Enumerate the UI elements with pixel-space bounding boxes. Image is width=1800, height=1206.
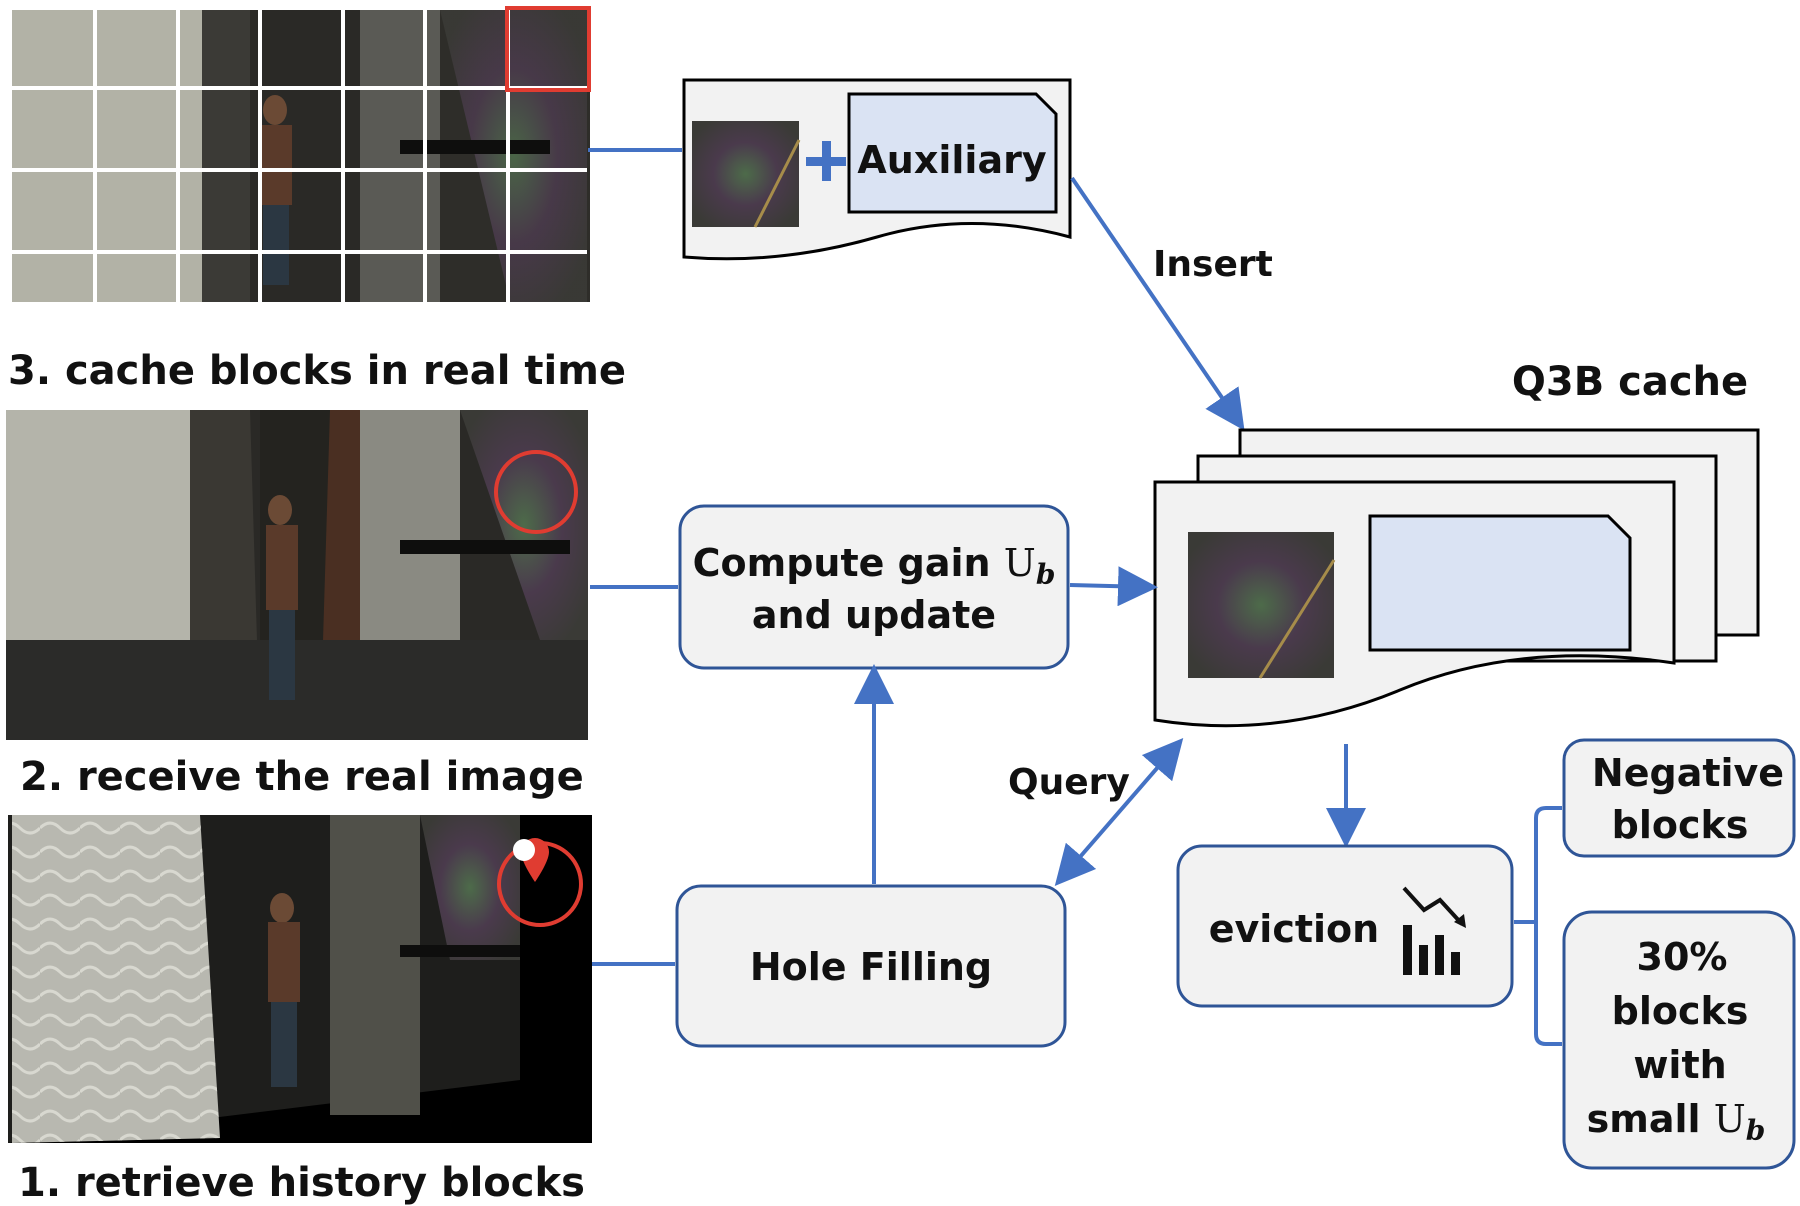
compute-gain-box [678, 504, 1070, 670]
auxiliary-label: Auxiliary [857, 138, 1046, 182]
hole-filling-box [675, 884, 1067, 1048]
eviction-box [1176, 844, 1514, 1008]
cached-block-thumbnail [1188, 532, 1334, 678]
auxiliary-note [847, 92, 1058, 214]
region-highlight-circle [494, 450, 578, 534]
scene-image-1 [8, 815, 592, 1143]
insert-label: Insert [1153, 244, 1273, 285]
cache-title: Q3B cache [1512, 359, 1748, 405]
pct-line4: small Ub [1587, 1097, 1766, 1147]
pct-line1: 30% [1637, 935, 1728, 979]
negative-blocks-box [1562, 738, 1796, 858]
query-label: Query [1008, 762, 1130, 803]
negative-line2: blocks [1612, 803, 1749, 847]
small-gain-blocks-box [1562, 910, 1796, 1170]
step-1-label: 1. retrieve history blocks [18, 1160, 585, 1206]
scene-image-2 [6, 410, 588, 740]
hole-filling-label: Hole Filling [750, 945, 992, 989]
pct-line3: with [1633, 1043, 1726, 1087]
cached-aux-note [1368, 514, 1632, 652]
q3b-cache-stack [1153, 428, 1760, 728]
edge-compute-to-cache [1069, 566, 1158, 607]
edge-query [1054, 737, 1184, 887]
pct-line2: blocks [1612, 989, 1749, 1033]
step-2-label: 2. receive the real image [20, 754, 584, 800]
compute-gain-line1: Compute gain Ub [693, 541, 1056, 591]
scene-image-3 [12, 6, 591, 302]
selected-block-highlight [505, 6, 591, 92]
compute-gain-line2: and update [752, 593, 996, 637]
trending-down-chart-icon [1402, 886, 1466, 975]
cache-grid [12, 10, 587, 302]
eviction-bracket [1514, 806, 1562, 1046]
step-3-label: 3. cache blocks in real time [8, 348, 626, 394]
plus-icon [806, 141, 846, 181]
eviction-label: eviction [1209, 907, 1379, 951]
edge-insert [1070, 176, 1245, 431]
block-aux-card: Auxiliary [682, 78, 1072, 261]
negative-line1: Negative [1592, 751, 1784, 795]
